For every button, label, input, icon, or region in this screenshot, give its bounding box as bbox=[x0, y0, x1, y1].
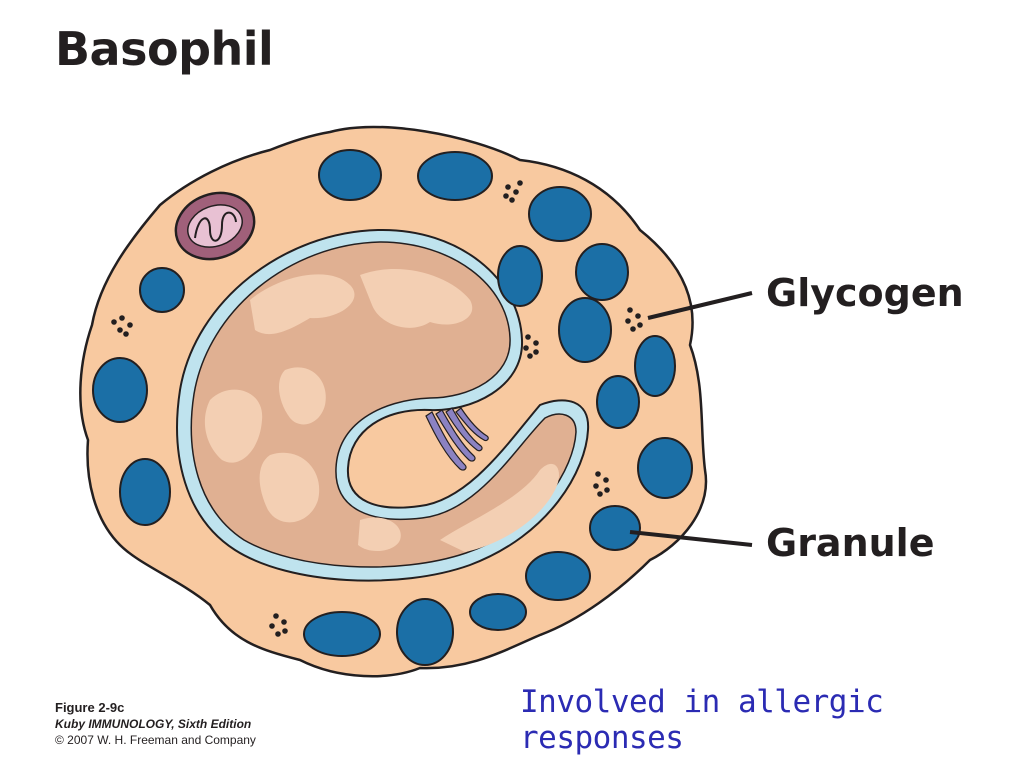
figure-caption: Figure 2-9c Kuby IMMUNOLOGY, Sixth Editi… bbox=[55, 700, 256, 748]
granule-leader-line bbox=[629, 530, 753, 547]
figure-book-title: Kuby IMMUNOLOGY, Sixth Edition bbox=[55, 717, 252, 731]
granule bbox=[139, 267, 185, 313]
granule bbox=[525, 551, 591, 601]
slide-title: Basophil bbox=[55, 22, 274, 76]
granule bbox=[318, 149, 382, 201]
granule bbox=[575, 243, 629, 301]
figure-copyright: © 2007 W. H. Freeman and Company bbox=[55, 733, 256, 747]
mitochondrion bbox=[174, 191, 256, 261]
glycogen-cluster bbox=[593, 471, 610, 497]
granule bbox=[637, 437, 693, 499]
granule-label: Granule bbox=[766, 521, 934, 565]
glycogen-cluster bbox=[523, 334, 539, 359]
granule bbox=[396, 598, 454, 666]
granule bbox=[528, 186, 592, 242]
glycogen-cluster bbox=[269, 613, 288, 637]
granule bbox=[497, 245, 543, 307]
chromatin-patches bbox=[204, 269, 560, 552]
granule bbox=[558, 297, 612, 363]
glycogen-leader-line bbox=[647, 291, 753, 320]
granule bbox=[417, 151, 493, 201]
glycogen-label: Glycogen bbox=[766, 271, 964, 315]
granule bbox=[469, 593, 527, 631]
granule bbox=[303, 611, 381, 657]
glycogen-cluster bbox=[503, 180, 523, 203]
granule bbox=[589, 505, 641, 551]
glycogen-cluster bbox=[111, 315, 133, 337]
golgi-apparatus bbox=[425, 407, 489, 471]
glycogen-cluster bbox=[625, 307, 643, 332]
granule bbox=[119, 458, 171, 526]
granule bbox=[92, 357, 148, 423]
granule bbox=[634, 335, 676, 397]
granule bbox=[596, 375, 640, 429]
figure-number: Figure 2-9c bbox=[55, 700, 125, 715]
granules bbox=[92, 149, 693, 666]
glycogen-clusters bbox=[111, 180, 643, 637]
annotation-note: Involved in allergic responses bbox=[520, 684, 884, 756]
